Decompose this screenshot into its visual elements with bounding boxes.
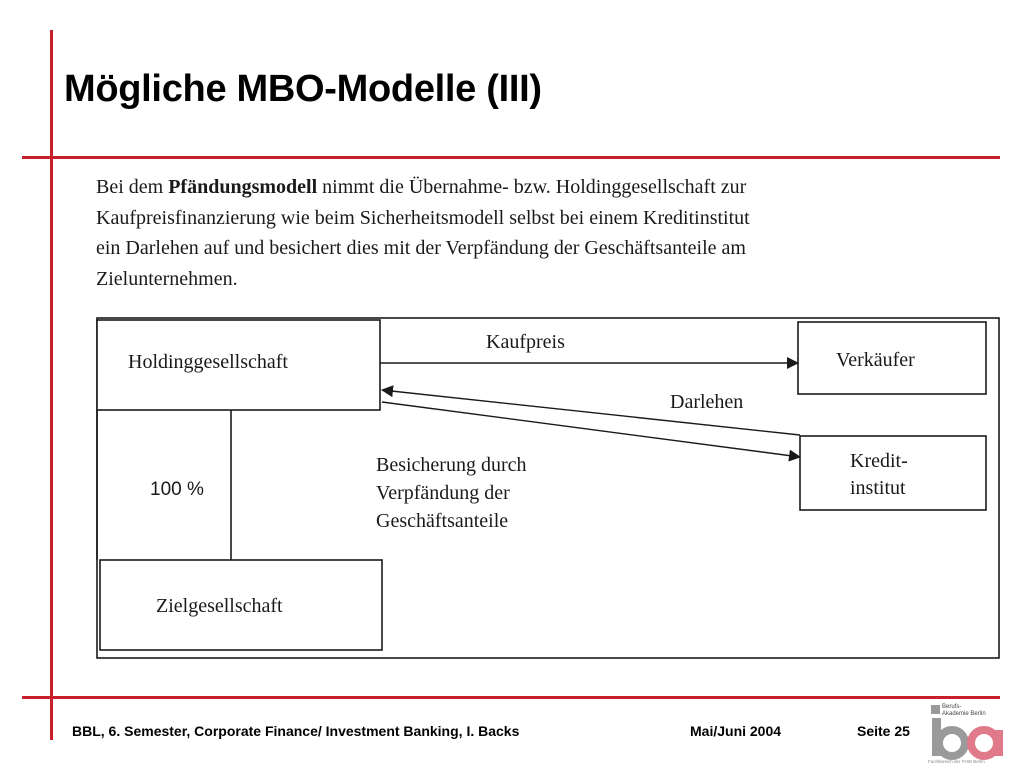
intro-line1-post: nimmt die Übernahme- bzw. Holdinggesells… (317, 176, 747, 198)
intro-paragraph: Bei dem Pfändungsmodell nimmt die Überna… (96, 172, 1002, 294)
bank-label-2: institut (850, 477, 906, 499)
purchase-price-label: Kaufpreis (486, 331, 565, 353)
security-arrow (381, 401, 801, 462)
footer-course: BBL, 6. Semester, Corporate Finance/ Inv… (72, 723, 520, 739)
holding-label: Holdinggesellschaft (128, 351, 288, 373)
target-box (99, 559, 383, 651)
footer-date: Mai/Juni 2004 (690, 723, 782, 739)
seller-label: Verkäufer (836, 349, 915, 371)
logo-line-1: Berufs- (942, 704, 962, 710)
target-label: Zielgesellschaft (156, 595, 283, 617)
bank-label-1: Kredit- (850, 450, 908, 472)
top-red-rule (22, 156, 1000, 159)
logo-square (931, 705, 940, 714)
intro-line2: Kaufpreisfinanzierung wie beim Sicherhei… (96, 206, 750, 229)
logo-line-2: Akademie Berlin (942, 711, 986, 717)
pledge-model-diagram: Holdinggesellschaft Verkäufer Kredit- in… (96, 312, 1006, 662)
loan-arrow (381, 385, 801, 436)
seller-box (797, 321, 987, 395)
diagram-lines (96, 317, 1000, 659)
bank-box (799, 435, 987, 511)
intro-line1-bold: Pfändungsmodell (168, 176, 318, 198)
ownership-share-label: 100 % (150, 479, 204, 500)
security-label-1: Besicherung durch (376, 454, 527, 476)
holding-box (96, 319, 381, 411)
bottom-red-rule (22, 696, 1000, 699)
security-label-2: Verpfändung der (376, 482, 510, 504)
intro-line3: ein Darlehen auf und besichert dies mit … (96, 237, 746, 259)
intro-line4: Zielunternehmen. (96, 267, 238, 290)
security-label-3: Geschäftsanteile (376, 510, 509, 532)
logo-ba-mark (932, 718, 1003, 760)
logo-subtitle: Fachbereich der FHW Berlin (928, 759, 985, 764)
slide-title: Mögliche MBO-Modelle (III) (64, 68, 542, 110)
academy-logo: Berufs- Akademie Berlin Fachbereich der … (928, 702, 1012, 766)
footer-page-number: Seite 25 (857, 723, 910, 739)
left-red-rule (50, 30, 53, 740)
intro-line1-pre: Bei dem (96, 176, 169, 198)
loan-label: Darlehen (670, 391, 744, 413)
scanned-excerpt: Bei dem Pfändungsmodell nimmt die Überna… (96, 172, 1002, 660)
